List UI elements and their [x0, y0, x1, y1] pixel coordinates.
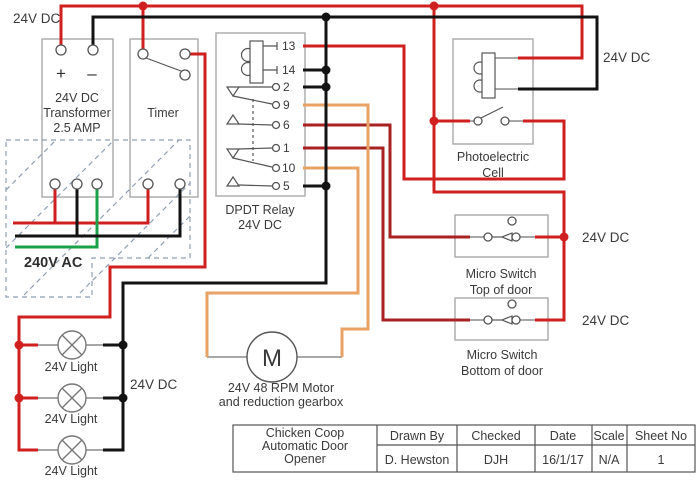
relay-pin-13: 13: [282, 39, 296, 53]
title-block-grid: [232, 424, 696, 473]
title-block-value-drawn-by: D. Hewston: [385, 453, 450, 467]
title-block-header-date: Date: [550, 429, 576, 443]
micro-switch-internals: [492, 232, 513, 325]
relay-nc-contact-icon: [225, 86, 241, 98]
label-24vdc-top-left: 24V DC: [13, 11, 61, 26]
light-label: 24V Light: [45, 464, 98, 478]
drawing-title: Opener: [284, 452, 326, 466]
label-24vdc-micro-bottom: 24V DC: [582, 313, 630, 328]
micro-switch-contact-icon: [500, 315, 513, 325]
title-block-header-sheet-no: Sheet No: [635, 429, 687, 443]
relay-pin-9: 9: [283, 98, 290, 112]
timer-label: Timer: [147, 106, 178, 120]
photocell-label: Photoelectric: [457, 150, 529, 164]
photocell-label: Cell: [482, 166, 504, 180]
wires-24vdc-red: [13, 4, 584, 452]
light-label: 24V Light: [45, 412, 98, 426]
motor-letter: M: [262, 345, 282, 372]
title-block-header-scale: Scale: [593, 429, 624, 443]
title-block-header-checked: Checked: [471, 429, 520, 443]
label-24vdc-top-right: 24V DC: [603, 50, 651, 65]
light-label: 24V Light: [45, 360, 98, 374]
wire-earth-green: [15, 189, 99, 249]
component-leads: [38, 57, 535, 451]
relay-label: DPDT Relay: [225, 203, 295, 217]
micro-switch-top-label: Micro Switch: [466, 267, 537, 281]
transformer-minus: –: [87, 64, 97, 83]
photocell-switch-arm: [480, 106, 504, 119]
wires-motor-orange: [205, 103, 370, 357]
hatch-lines: [5, 139, 191, 296]
title-block-value-scale: N/A: [599, 453, 621, 467]
motor-label: 24V 48 RPM Motor: [228, 381, 334, 395]
motor-label: and reduction gearbox: [219, 395, 344, 409]
photocell-box: [452, 38, 534, 145]
micro-switch-bottom-label: Bottom of door: [461, 364, 543, 378]
micro-switch-bottom-label: Micro Switch: [467, 348, 538, 362]
relay-nc-contact-icon: [225, 148, 241, 160]
mains-zone-outline: [5, 139, 191, 298]
relay-pin-5: 5: [283, 179, 290, 193]
micro-switch-contact-icon: [500, 232, 513, 242]
terminals: [49, 44, 521, 325]
relay-pin-1: 1: [283, 141, 290, 155]
relay-no-contact-icon: [225, 113, 241, 125]
drawing-title: Automatic Door: [262, 439, 348, 453]
relay-coil-leads: [263, 42, 278, 74]
relay-pole2-arms: [232, 147, 273, 187]
motor-symbol: M: [246, 331, 298, 383]
title-block: Chicken Coop Automatic Door Opener Drawn…: [232, 424, 696, 473]
transformer-plus: +: [56, 64, 66, 83]
lamp-symbols: [57, 330, 87, 465]
relay-internals: [225, 40, 278, 187]
motor-icon: [246, 331, 298, 383]
transformer-label: 2.5 AMP: [53, 121, 100, 135]
relay-no-contact-icon: [225, 175, 241, 187]
relay-coil: [249, 40, 264, 84]
micro-switch-top-label: Top of door: [470, 283, 533, 297]
drawing-title: Chicken Coop: [266, 426, 345, 440]
wires-relay-contacts-red: [303, 123, 470, 322]
title-block-value-date: 16/1/17: [542, 453, 584, 467]
title-block-value-checked: DJH: [484, 453, 508, 467]
transformer-label: 24V DC: [55, 91, 99, 105]
photocell-internals: [473, 52, 504, 119]
transformer-label: Transformer: [43, 106, 111, 120]
label-24vdc-micro-top: 24V DC: [582, 230, 630, 245]
wires-black: [15, 15, 599, 452]
relay-pin-2: 2: [283, 80, 290, 94]
relay-pin-6: 6: [283, 118, 290, 132]
relay-box: [215, 32, 306, 197]
label-24vdc-lights: 24V DC: [130, 377, 178, 392]
junction-dots-black: [118, 12, 331, 403]
relay-pin-10: 10: [282, 161, 296, 175]
timer-box: [129, 38, 199, 198]
relay-pin-14: 14: [282, 63, 296, 77]
label-240vac: 240V AC: [24, 255, 83, 271]
timer-internals: [145, 57, 182, 72]
photocell-coil: [481, 52, 496, 99]
relay-label: 24V DC: [238, 218, 282, 232]
title-block-header-drawn-by: Drawn By: [390, 429, 445, 443]
junction-dots-red: [14, 1, 569, 403]
timer-switch-arm: [145, 57, 182, 72]
title-block-value-sheet-no: 1: [658, 453, 665, 467]
